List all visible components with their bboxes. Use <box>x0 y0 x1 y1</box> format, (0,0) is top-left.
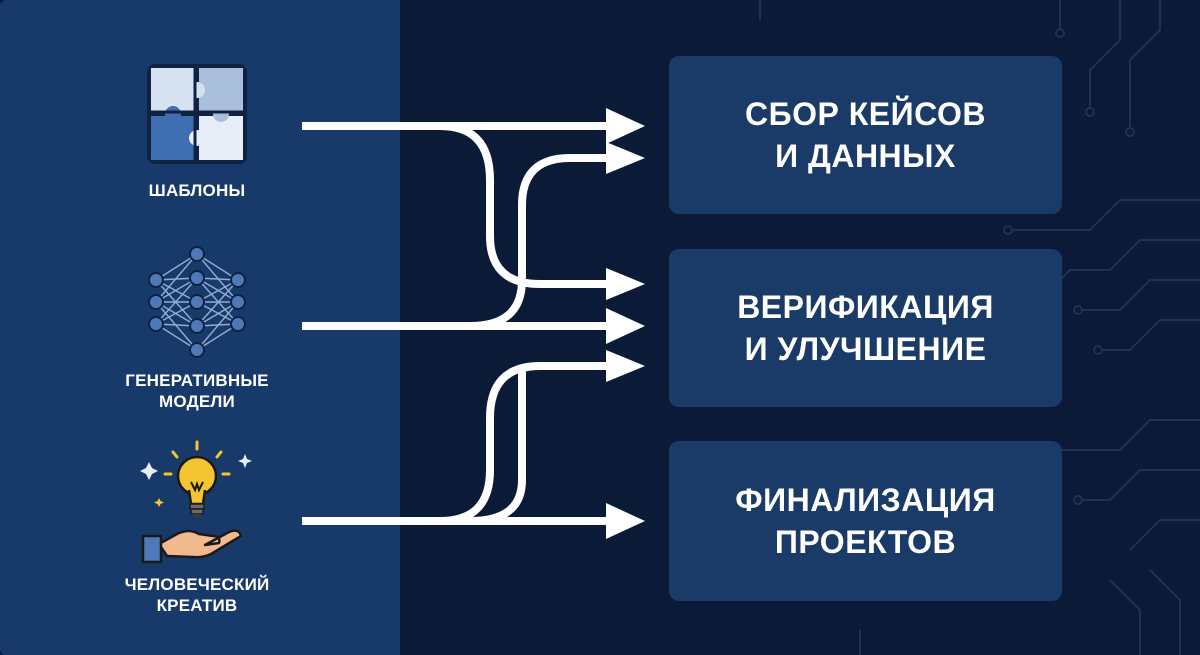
stage-box-verification: ВЕРИФИКАЦИЯ И УЛУЧШЕНИЕ <box>669 249 1062 407</box>
neural-network-icon <box>148 246 246 358</box>
stage-label: ВЕРИФИКАЦИЯ И УЛУЧШЕНИЕ <box>737 289 994 367</box>
puzzle-icon <box>147 64 247 164</box>
arrow-creative-branch <box>469 366 526 525</box>
stage-box-finalization: ФИНАЛИЗАЦИЯ ПРОЕКТОВ <box>669 441 1062 601</box>
source-label: ЧЕЛОВЕЧЕСКИЙ КРЕАТИВ <box>124 575 270 615</box>
stage-label: ФИНАЛИЗАЦИЯ ПРОЕКТОВ <box>735 482 996 560</box>
source-label: ШАБЛОНЫ <box>148 181 246 200</box>
source-human-creativity: ЧЕЛОВЕЧЕСКИЙ КРЕАТИВ <box>97 440 297 616</box>
lightbulb-hand-icon <box>140 440 252 564</box>
arrowhead <box>606 308 645 344</box>
arrowhead <box>606 503 645 539</box>
source-label: ГЕНЕРАТИВНЫЕ МОДЕЛИ <box>125 371 269 411</box>
arrowhead <box>606 350 645 382</box>
source-generative-models: ГЕНЕРАТИВНЫЕ МОДЕЛИ <box>97 246 297 412</box>
stage-label: СБОР КЕЙСОВ И ДАННЫХ <box>745 96 986 174</box>
arrow-models-to-collection <box>469 154 610 330</box>
source-templates: ШАБЛОНЫ <box>97 62 297 201</box>
stage-box-data-collection: СБОР КЕЙСОВ И ДАННЫХ <box>669 56 1062 214</box>
arrowhead <box>606 108 645 144</box>
arrowhead <box>606 142 645 174</box>
arrowhead <box>606 268 645 300</box>
